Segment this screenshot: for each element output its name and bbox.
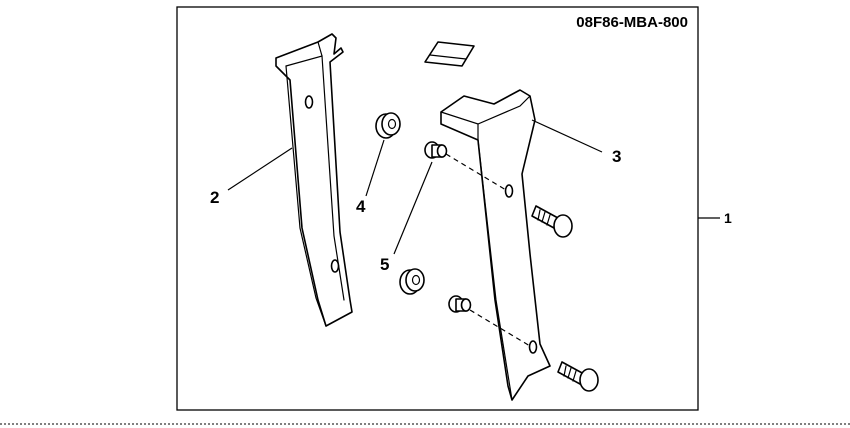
- left-bracket-upper-hole: [304, 95, 314, 109]
- callout-1: 1: [724, 210, 732, 226]
- right-bracket-lower-hole: [528, 340, 538, 354]
- callout-2: 2: [210, 188, 219, 207]
- part-code: 08F86-MBA-800: [576, 14, 688, 31]
- instruction-label-icon: [424, 41, 475, 67]
- lower-bolt-part: [557, 361, 599, 392]
- callout-4: 4: [356, 197, 366, 216]
- upper-nut-part: [375, 112, 401, 139]
- lower-nut-part: [399, 268, 425, 295]
- right-bracket-part: [440, 89, 551, 401]
- leader-line-5: [393, 161, 433, 255]
- leader-line-2: [227, 147, 293, 191]
- right-bracket-upper-hole: [504, 184, 514, 198]
- left-bracket-part: [275, 33, 353, 327]
- upper-bolt-part: [531, 205, 573, 238]
- upper-collar-part: [424, 141, 448, 159]
- leader-line-3: [531, 119, 603, 153]
- callout-3: 3: [612, 147, 621, 166]
- upper-assembly-axis: [445, 153, 507, 191]
- left-bracket-lower-hole: [330, 259, 340, 273]
- lower-assembly-axis: [469, 309, 531, 347]
- leader-line-4: [365, 139, 385, 197]
- callout-5: 5: [380, 255, 389, 274]
- diagram-frame: [176, 6, 699, 411]
- lower-collar-part: [448, 295, 472, 313]
